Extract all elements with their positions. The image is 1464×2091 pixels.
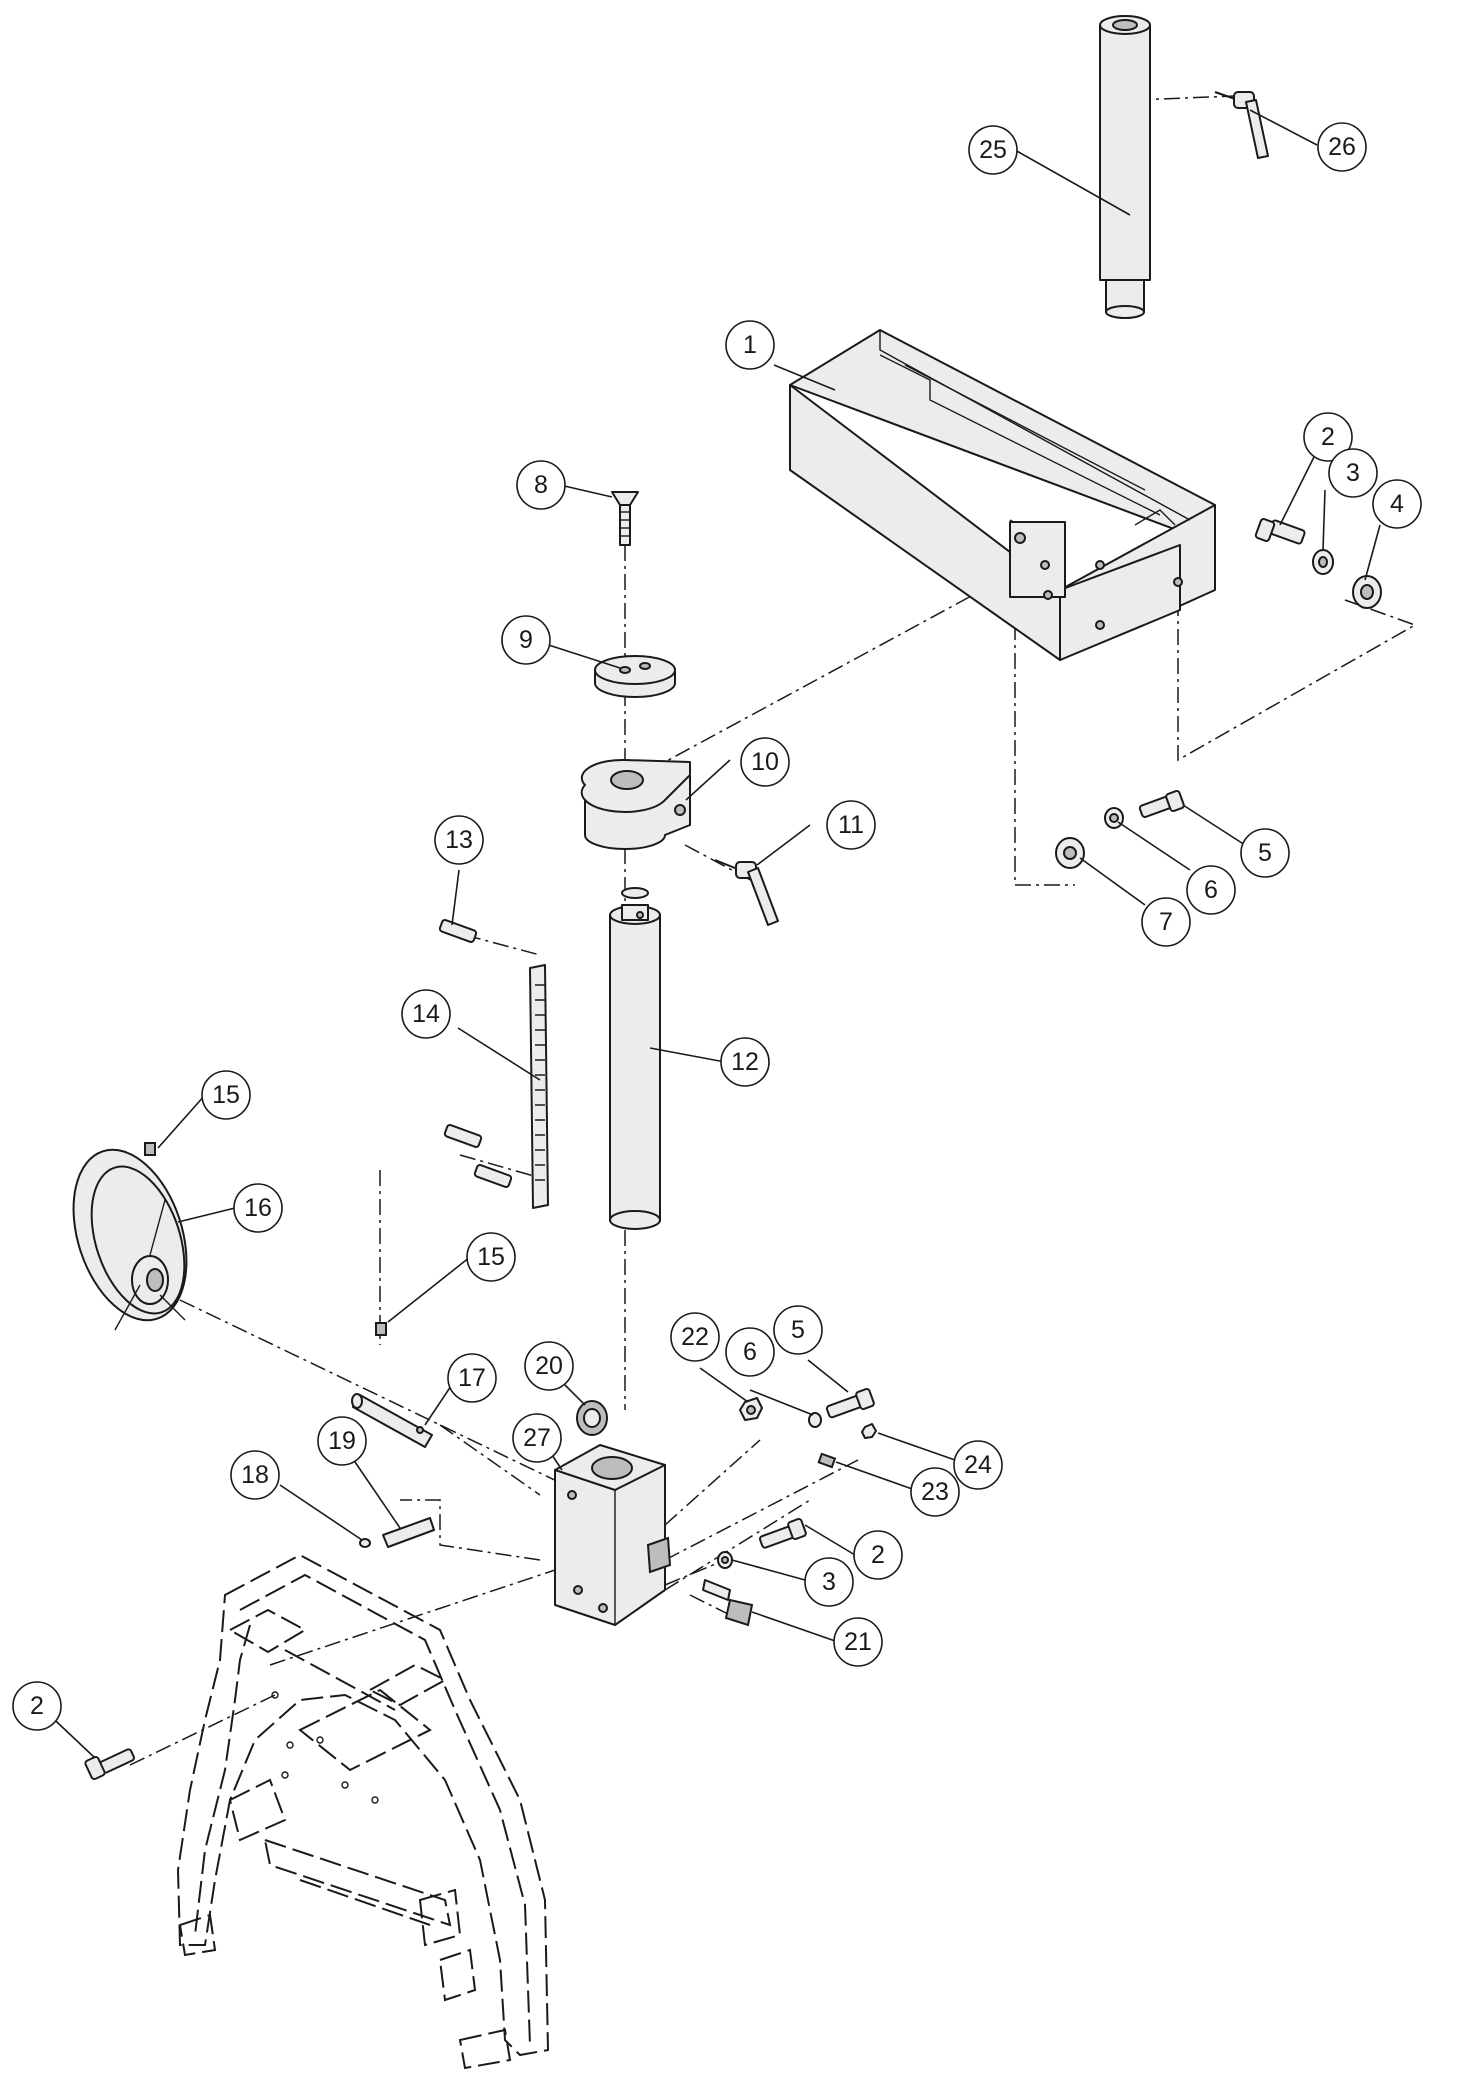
callout-17: 17 <box>447 1353 497 1403</box>
set-screws <box>144 1142 387 1336</box>
callout-4: 4 <box>1372 479 1422 529</box>
callout-2-base: 2 <box>12 1681 62 1731</box>
svg-text:3: 3 <box>822 1568 836 1596</box>
callout-6: 6 <box>1186 865 1236 915</box>
callout-8: 8 <box>516 460 566 510</box>
callout-25: 25 <box>968 125 1018 175</box>
callout-26: 26 <box>1317 122 1367 172</box>
svg-text:27: 27 <box>523 1424 551 1452</box>
lock-handle-clamp <box>714 859 779 926</box>
svg-text:15: 15 <box>477 1243 505 1271</box>
svg-text:14: 14 <box>412 1000 440 1028</box>
svg-text:10: 10 <box>751 748 779 776</box>
callout-11: 11 <box>826 800 876 850</box>
callout-5: 5 <box>1240 828 1290 878</box>
svg-text:23: 23 <box>921 1478 949 1506</box>
handwheel <box>72 1148 188 1331</box>
rack-assembly <box>438 919 549 1209</box>
svg-text:2: 2 <box>30 1692 44 1720</box>
callout-23: 23 <box>910 1467 960 1517</box>
callout-7: 7 <box>1141 897 1191 947</box>
svg-text:16: 16 <box>244 1194 272 1222</box>
svg-text:25: 25 <box>979 136 1007 164</box>
svg-text:4: 4 <box>1390 490 1404 518</box>
callout-20: 20 <box>524 1341 574 1391</box>
frame-bolt <box>84 1748 135 1781</box>
bracket-fasteners-upper <box>739 1387 877 1469</box>
flat-head-screw <box>611 491 639 546</box>
svg-text:9: 9 <box>519 626 533 654</box>
base-frame <box>176 1553 550 2070</box>
svg-text:18: 18 <box>241 1461 269 1489</box>
lock-handle-top <box>1214 91 1269 159</box>
callout-18: 18 <box>230 1450 280 1500</box>
callout-2: 2 <box>1303 412 1353 462</box>
svg-text:22: 22 <box>681 1323 709 1351</box>
svg-text:1: 1 <box>743 331 757 359</box>
svg-text:3: 3 <box>1346 459 1360 487</box>
support-column <box>609 887 661 1230</box>
callout-6-lower: 6 <box>725 1327 775 1377</box>
callout-15-upper: 15 <box>201 1070 251 1120</box>
svg-text:15: 15 <box>212 1081 240 1109</box>
callout-12: 12 <box>720 1037 770 1087</box>
svg-text:7: 7 <box>1159 908 1173 936</box>
fastener-set-table <box>1055 789 1185 869</box>
column-post <box>1099 15 1151 319</box>
svg-text:8: 8 <box>534 471 548 499</box>
callout-14: 14 <box>401 989 451 1039</box>
svg-text:5: 5 <box>791 1316 805 1344</box>
clamp-collar <box>580 758 691 850</box>
pinion-gear <box>576 1400 620 1460</box>
callout-1: 1 <box>725 320 775 370</box>
shaft-pin <box>359 1517 435 1548</box>
fastener-set-right <box>1254 518 1382 609</box>
callout-21: 21 <box>833 1617 883 1667</box>
leader-lines <box>39 109 1381 1759</box>
callout-19: 19 <box>317 1416 367 1466</box>
callout-5-lower: 5 <box>773 1305 823 1355</box>
callout-3-lower: 3 <box>804 1557 854 1607</box>
column-bracket <box>554 1444 672 1626</box>
svg-text:5: 5 <box>1258 839 1272 867</box>
svg-text:12: 12 <box>731 1048 759 1076</box>
svg-text:24: 24 <box>964 1451 992 1479</box>
svg-text:2: 2 <box>871 1541 885 1569</box>
svg-text:21: 21 <box>844 1628 872 1656</box>
svg-text:17: 17 <box>458 1364 486 1392</box>
callout-24: 24 <box>953 1440 1003 1490</box>
callouts: 1 2 3 4 5 6 7 8 9 10 11 12 13 14 15 16 1… <box>12 122 1422 1731</box>
svg-text:2: 2 <box>1321 423 1335 451</box>
svg-text:6: 6 <box>743 1338 757 1366</box>
callout-3: 3 <box>1328 448 1378 498</box>
callout-9: 9 <box>501 615 551 665</box>
callout-15-lower: 15 <box>466 1232 516 1282</box>
svg-text:19: 19 <box>328 1427 356 1455</box>
svg-text:26: 26 <box>1328 133 1356 161</box>
callout-13: 13 <box>434 815 484 865</box>
svg-text:20: 20 <box>535 1352 563 1380</box>
svg-text:13: 13 <box>445 826 473 854</box>
pinion-shaft <box>351 1393 433 1448</box>
svg-text:6: 6 <box>1204 876 1218 904</box>
svg-text:11: 11 <box>838 811 864 839</box>
callout-16: 16 <box>233 1183 283 1233</box>
callout-10: 10 <box>740 737 790 787</box>
support-disc <box>594 655 676 698</box>
callout-22: 22 <box>670 1312 720 1362</box>
callout-27: 27 <box>512 1413 562 1463</box>
tool-table <box>789 329 1216 661</box>
callout-2-lower: 2 <box>853 1530 903 1580</box>
assembly-centerlines <box>129 95 1417 1766</box>
